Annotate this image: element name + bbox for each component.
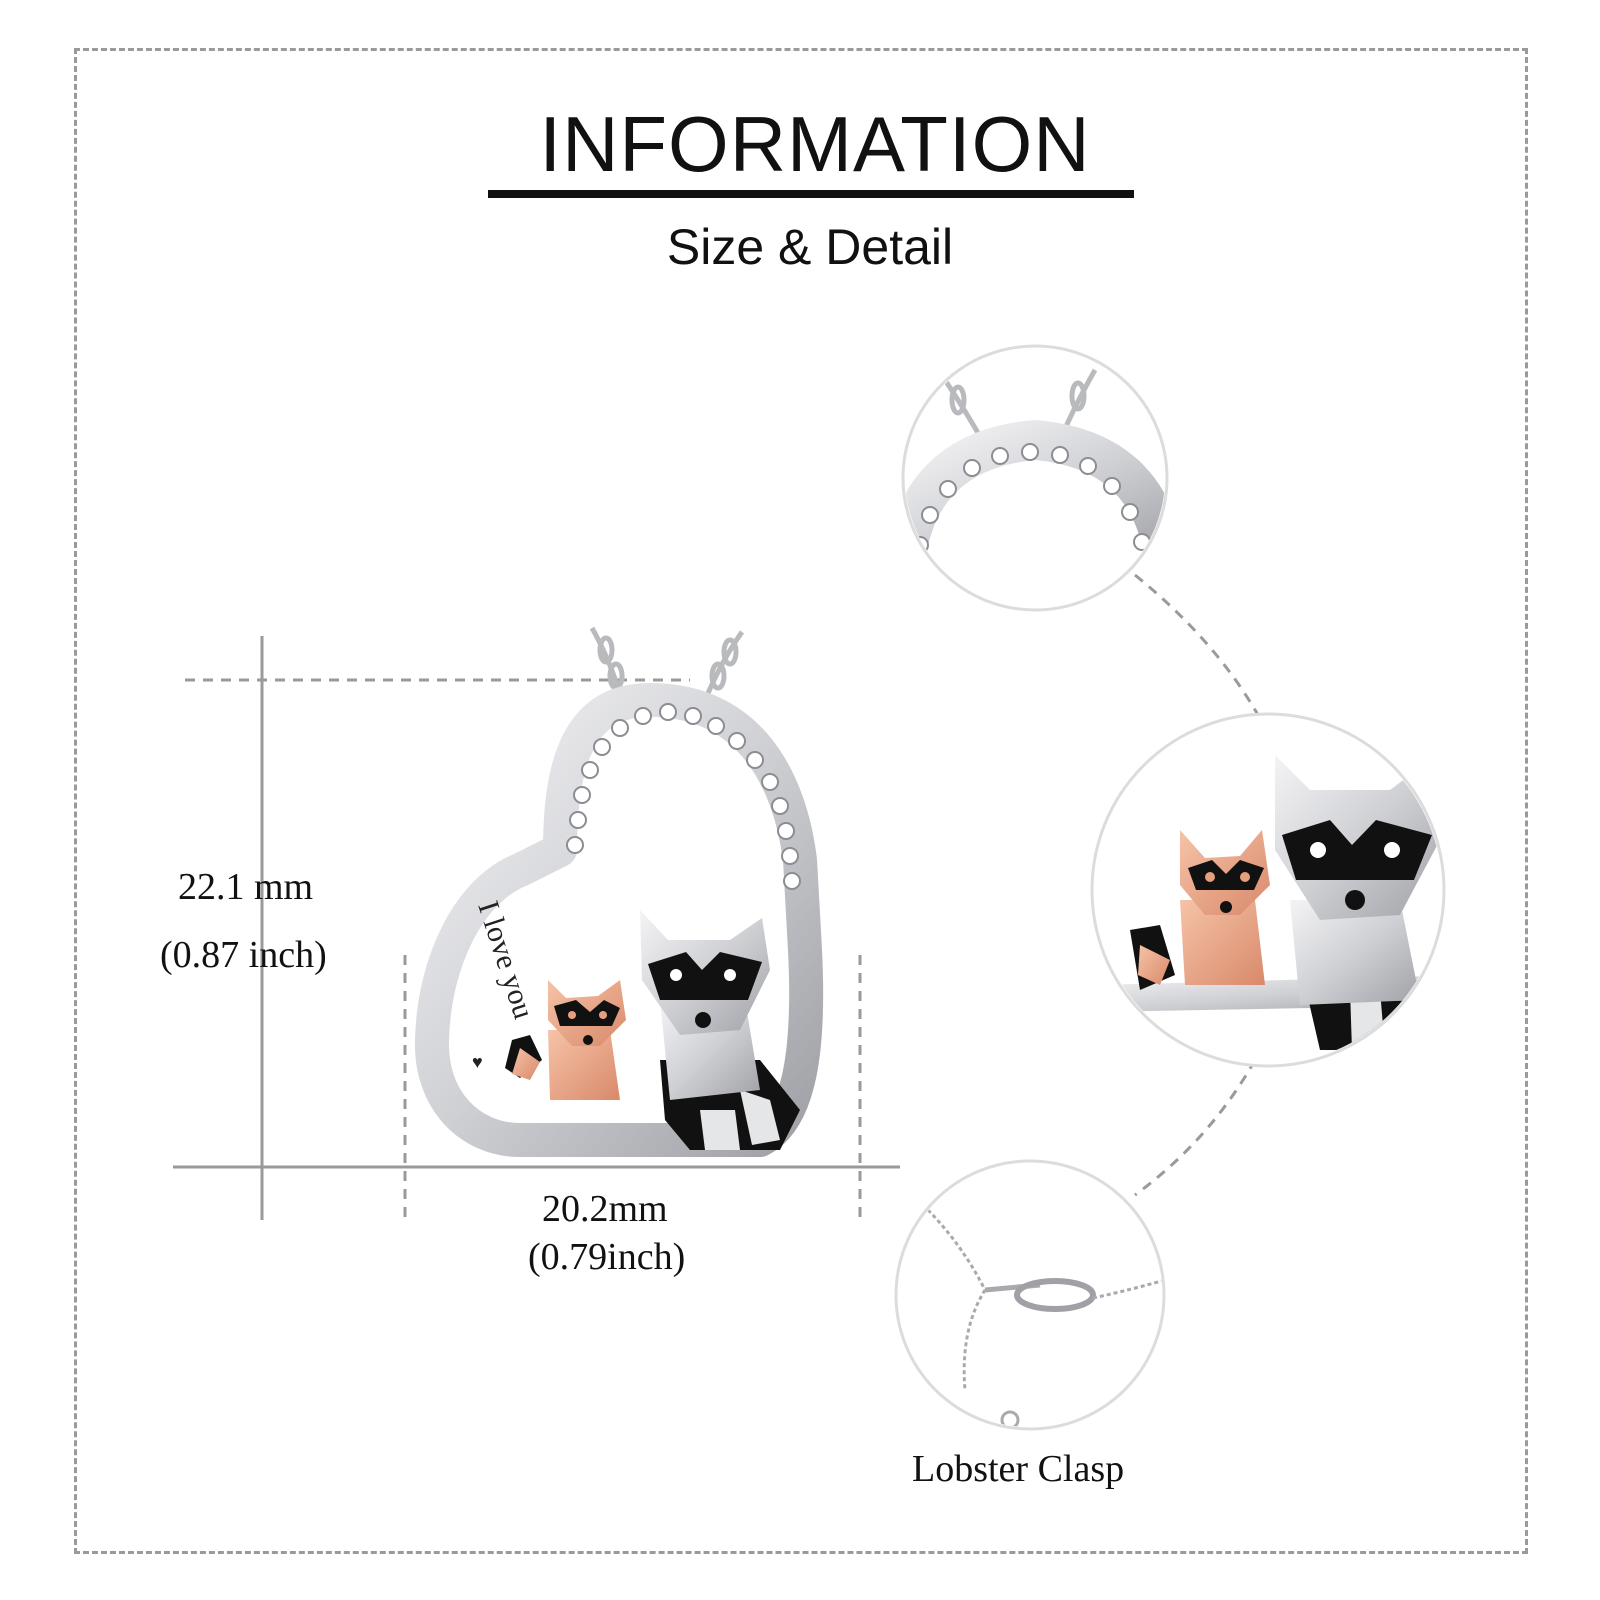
engraving-heart-icon: ♥ [472,1052,483,1072]
height-inch-label: (0.87 inch) [160,934,327,976]
height-mm-label: 22.1 mm [178,866,314,908]
dimension-lines [173,636,900,1220]
small-raccoon [505,980,626,1100]
detail-circle-raccoons [1090,712,1446,1068]
clasp-label: Lobster Clasp [912,1448,1125,1490]
big-raccoon [640,910,800,1150]
main-pendant: I love you ♥ [414,626,824,1157]
detail-circle-clasp [894,1159,1166,1431]
width-mm-label: 20.2mm [542,1188,668,1230]
engraving-text: I love you [471,897,540,1023]
width-inch-label: (0.79inch) [528,1236,686,1278]
pendant-stones [566,703,801,890]
connector-bottom [1134,1059,1257,1197]
heart-frame [414,683,824,1157]
title-underline [488,190,1134,198]
page-title: INFORMATION [539,100,1091,188]
connector-top [1134,573,1260,716]
detail-circle-stones [901,344,1169,612]
dashed-frame [74,48,1528,1554]
detail-connectors [1134,573,1260,1197]
page-subtitle: Size & Detail [666,219,954,275]
